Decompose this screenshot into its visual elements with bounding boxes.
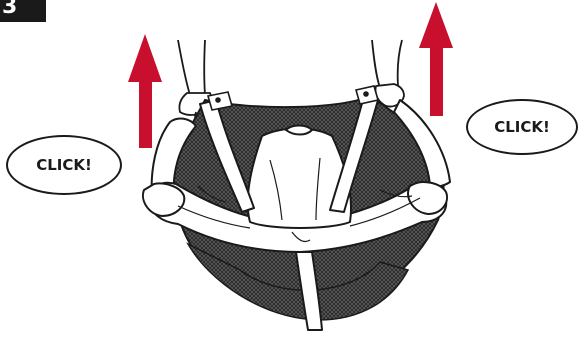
click-callout-right: CLICK! <box>466 99 578 155</box>
click-callout-right-label: CLICK! <box>494 118 550 136</box>
left-up-arrow <box>128 34 162 148</box>
right-up-arrow <box>419 2 453 116</box>
click-callout-left-label: CLICK! <box>36 156 92 174</box>
click-callout-left: CLICK! <box>6 135 122 195</box>
corner-latch-right <box>356 86 378 104</box>
corner-latch-left <box>208 92 232 110</box>
